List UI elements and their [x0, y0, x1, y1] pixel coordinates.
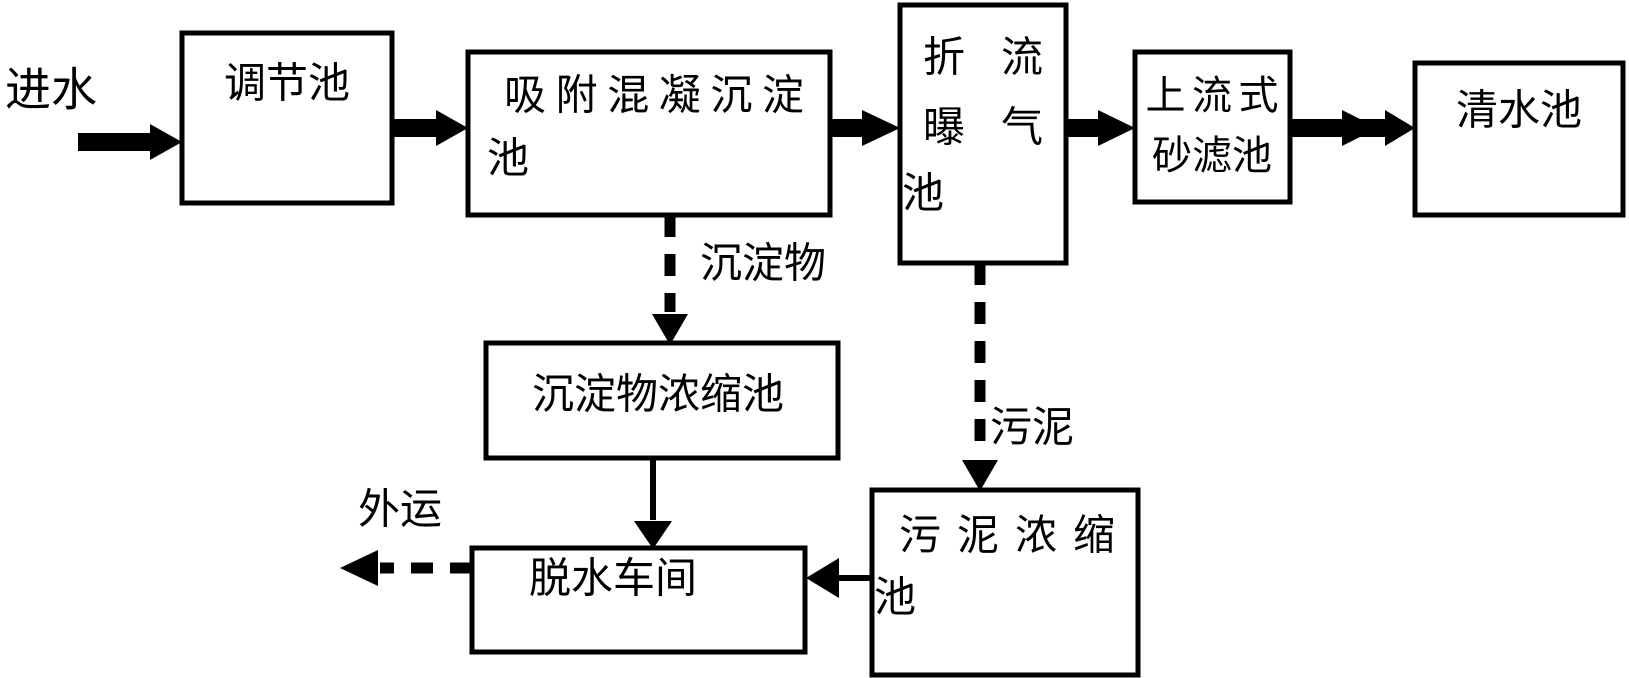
node-adsorption-label-line1: 吸 附 混 凝 沉 淀: [504, 74, 804, 120]
line-sediment-thickener-to-dewatering: [634, 458, 672, 549]
node-dewatering-workshop-label: 脱水车间: [529, 557, 697, 603]
node-upflow-sand-filter-label-line1: 上 流 式: [1146, 73, 1279, 118]
label-transport-out: 外运: [358, 488, 442, 534]
node-clear-water-tank[interactable]: 清水池: [1412, 60, 1626, 218]
arrow-sand-filter-to-clear-water: [1290, 110, 1415, 146]
dashed-aeration-to-sludge-thickener: [962, 263, 998, 491]
node-sludge-thickening-tank-label-line1: 污 泥 浓 缩: [899, 514, 1115, 560]
node-sludge-thickening-tank[interactable]: 污 泥 浓 缩 池: [869, 487, 1141, 678]
main-flow-arrows: [78, 110, 1415, 160]
node-baffled-aeration-label-line3: 池: [902, 172, 944, 218]
node-baffled-aeration-label-line1: 折 流: [923, 36, 1043, 82]
node-sediment-thickening-tank-label: 沉淀物浓缩池: [532, 373, 784, 419]
label-sludge: 污泥: [990, 406, 1074, 452]
node-baffled-aeration-tank[interactable]: 折 流 曝 气 池: [897, 2, 1069, 266]
node-dewatering-workshop[interactable]: 脱水车间: [469, 545, 808, 655]
arrow-aeration-to-sand-filter: [1066, 110, 1135, 146]
arrow-adsorption-to-aeration: [830, 110, 900, 146]
line-sludge-thickener-to-dewatering: [806, 558, 872, 598]
arrow-influent-to-regulation: [78, 124, 182, 160]
node-baffled-aeration-label-line2: 曝 气: [923, 106, 1043, 152]
node-adsorption-label-line2: 池: [487, 137, 529, 183]
node-sludge-thickening-tank-label-line2: 池: [874, 576, 916, 622]
node-sediment-thickening-tank[interactable]: 沉淀物浓缩池: [483, 340, 841, 461]
node-upflow-sand-filter[interactable]: 上 流 式 砂滤池: [1132, 49, 1293, 205]
thickener-to-dewatering-lines: [634, 458, 872, 598]
node-upflow-sand-filter-label-line2: 砂滤池: [1152, 133, 1272, 178]
dashed-adsorption-to-sediment-thickener: [652, 215, 688, 345]
node-clear-water-tank-label: 清水池: [1456, 89, 1582, 135]
dashed-dewatering-to-transport-out: [340, 550, 472, 586]
residual-flow-lines: [340, 215, 998, 586]
arrow-regulation-to-adsorption: [392, 110, 468, 146]
label-sediment: 沉淀物: [700, 242, 826, 288]
node-regulation-tank[interactable]: 调节池: [179, 30, 395, 206]
node-adsorption-coagulation-sedimentation-tank[interactable]: 吸 附 混 凝 沉 淀 池: [465, 49, 833, 218]
label-influent: 进水: [5, 65, 97, 116]
node-regulation-tank-label: 调节池: [224, 62, 350, 108]
edge-labels: 进水 沉淀物 污泥 外运: [5, 65, 1074, 534]
